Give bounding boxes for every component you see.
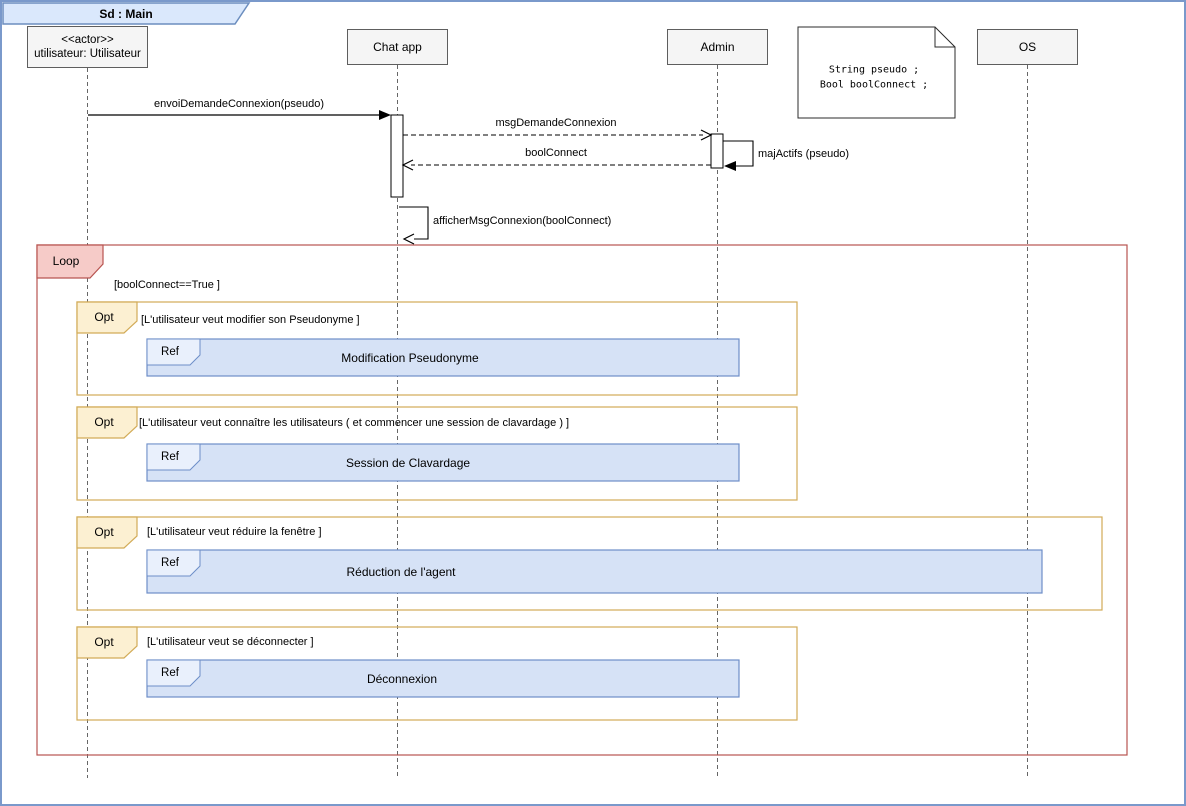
ref-box-reduction-agent xyxy=(146,549,1043,594)
ref-pentagon-3 xyxy=(146,549,201,577)
opt-label-pentagon-4 xyxy=(76,626,138,659)
activation-admin xyxy=(710,133,724,169)
opt-fragment-box-2 xyxy=(76,406,798,501)
opt-label-pentagon-3 xyxy=(76,516,138,549)
self-message-maj-actifs xyxy=(723,140,754,167)
note-fold xyxy=(934,27,955,48)
arrowhead-afficher xyxy=(402,233,415,245)
ref-box-session-clavardage xyxy=(146,443,740,482)
ref-box-deconnexion xyxy=(146,659,740,698)
frame-title-tab xyxy=(2,2,251,25)
opt-fragment-box-4 xyxy=(76,626,798,721)
ref-box-modification-pseudonyme xyxy=(146,338,740,377)
arrowhead-envoi xyxy=(379,110,391,120)
loop-fragment-box xyxy=(36,244,1128,756)
arrowhead-bool-connect xyxy=(401,159,414,171)
opt-fragment-box-3 xyxy=(76,516,1103,611)
opt-fragment-box-1 xyxy=(76,301,798,396)
arrowhead-maj-actifs xyxy=(724,161,736,171)
loop-label-pentagon xyxy=(36,244,104,279)
opt-label-pentagon-2 xyxy=(76,406,138,439)
arrowhead-msg-demande xyxy=(700,129,713,141)
ref-pentagon-2 xyxy=(146,443,201,471)
opt-label-pentagon-1 xyxy=(76,301,138,334)
note-box xyxy=(797,26,956,119)
activation-chat-app xyxy=(390,114,404,198)
self-message-afficher xyxy=(399,206,429,240)
ref-pentagon-1 xyxy=(146,338,201,366)
ref-pentagon-4 xyxy=(146,659,201,687)
